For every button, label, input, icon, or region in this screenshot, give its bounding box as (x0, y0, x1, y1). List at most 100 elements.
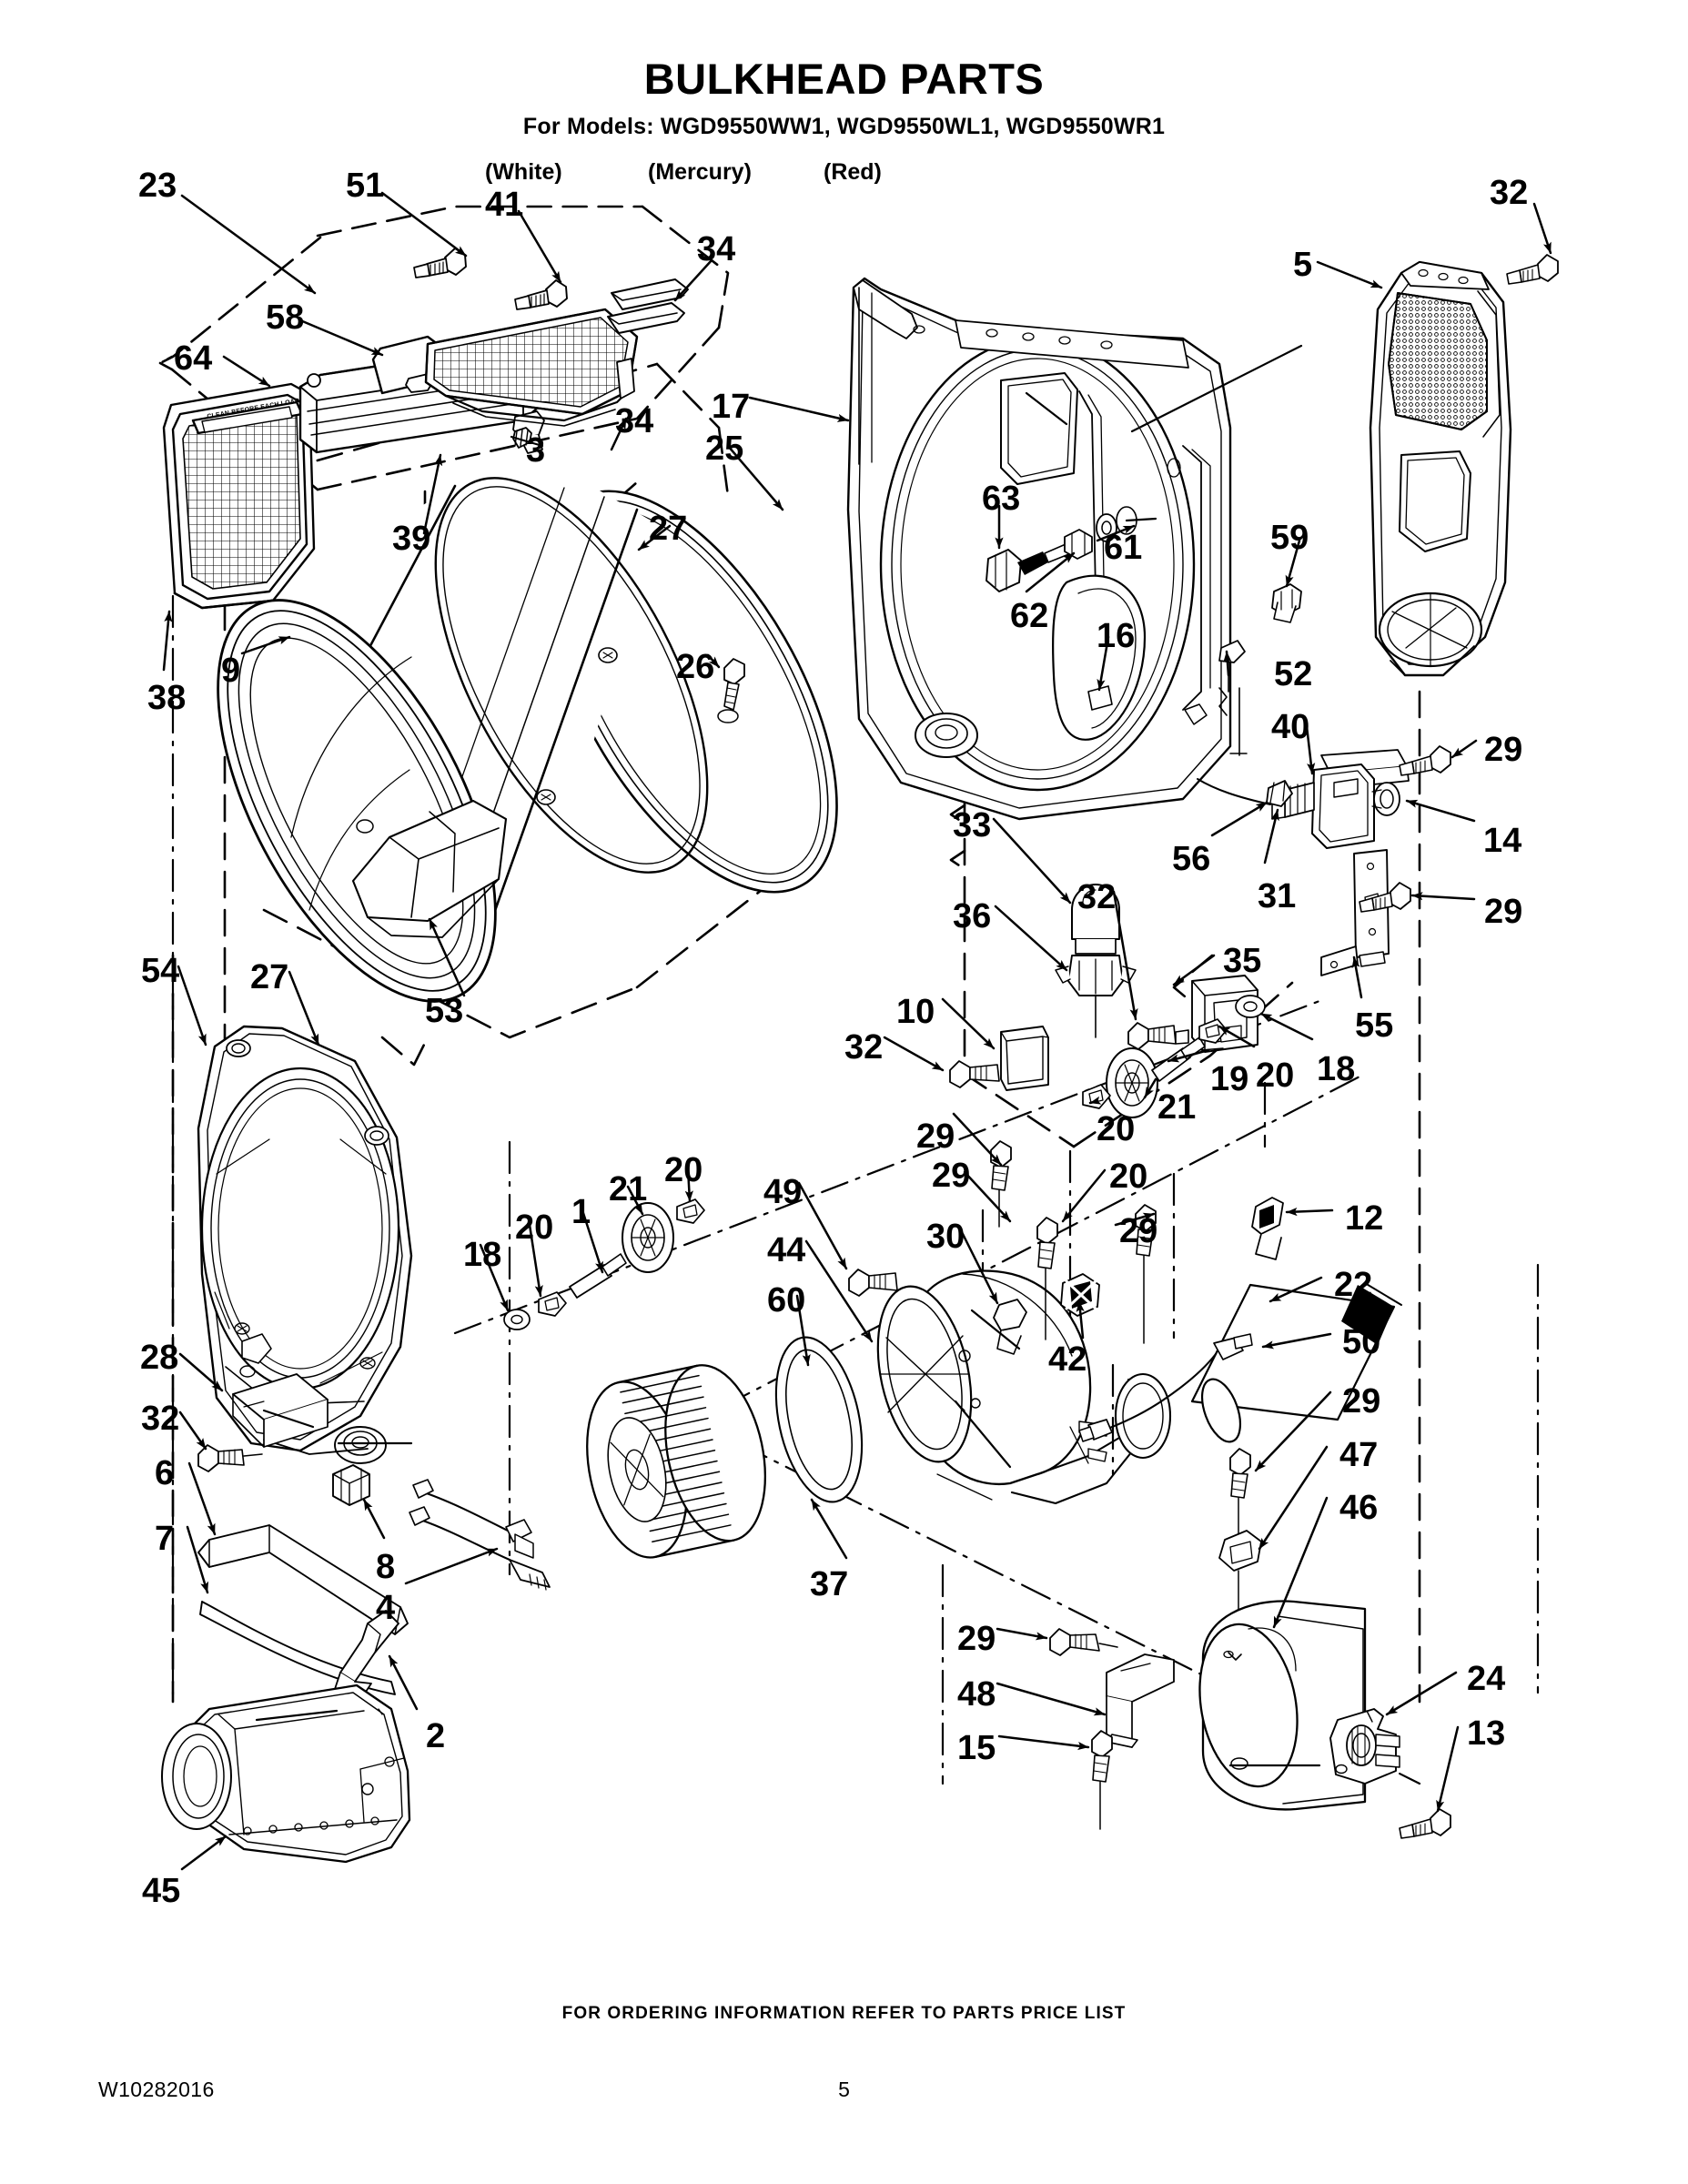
part-29-screw-bracket-left (1049, 1628, 1118, 1656)
callout-63: 63 (982, 480, 1021, 518)
part-34-drum-glides (607, 278, 689, 334)
callout-44: 44 (767, 1231, 806, 1269)
part-63-thermistor (986, 541, 1076, 592)
callout-59: 59 (1270, 519, 1309, 557)
ordering-note: FOR ORDERING INFORMATION REFER TO PARTS … (561, 2004, 1127, 2023)
part-54-front-bulkhead (197, 1025, 413, 1464)
part-53-baffle (351, 799, 508, 938)
part-49-screw (848, 1269, 898, 1297)
callout-21: 21 (1157, 1088, 1197, 1127)
callout-34: 34 (697, 230, 736, 268)
part-5-rear-duct (1369, 260, 1512, 677)
color-variant-1: (Mercury) (648, 159, 752, 185)
callout-54: 54 (141, 952, 180, 990)
callout-16: 16 (1097, 617, 1136, 655)
callout-10: 10 (896, 993, 935, 1031)
callout-29: 29 (1484, 731, 1523, 769)
part-32-screw-center (1127, 1022, 1189, 1050)
part-32-screw-lower (949, 1060, 1000, 1088)
callout-29: 29 (1342, 1382, 1381, 1421)
part-31-clamp (1266, 780, 1293, 807)
callout-27: 27 (250, 958, 289, 996)
part-42-grommet (1060, 1273, 1100, 1317)
callout-34: 34 (615, 402, 654, 440)
part-10-cover-plate (1000, 1026, 1049, 1091)
part-33-sensor (1055, 884, 1137, 1038)
callout-37: 37 (810, 1565, 849, 1603)
part-4-wire-harness (409, 1479, 551, 1591)
callout-14: 14 (1483, 822, 1522, 860)
callout-45: 45 (142, 1872, 181, 1910)
callout-55: 55 (1355, 1006, 1394, 1045)
callout-19: 19 (1210, 1060, 1249, 1098)
callout-47: 47 (1339, 1436, 1379, 1474)
part-40-gas-valve (1197, 749, 1410, 849)
callout-20: 20 (515, 1208, 554, 1247)
part-29-screws-right (1359, 745, 1451, 913)
callout-48: 48 (957, 1675, 996, 1714)
callout-60: 60 (767, 1281, 806, 1320)
part-24-thermostat (1329, 1708, 1400, 1785)
document-number: W10282016 (98, 2078, 215, 2101)
callout-32: 32 (141, 1400, 180, 1438)
part-8-nut (332, 1464, 370, 1506)
page-number: 5 (838, 2078, 850, 2101)
blower-screws (1036, 1204, 1157, 1344)
part-37-blower-wheel (586, 1364, 767, 1559)
callout-38: 38 (147, 679, 187, 717)
callout-51: 51 (346, 167, 385, 205)
leader-lines (162, 191, 1552, 1871)
callout-2: 2 (426, 1717, 446, 1755)
callout-21: 21 (609, 1170, 648, 1208)
part-16-rear-duct-cover (1051, 574, 1147, 741)
drum-screw-bosses (356, 647, 618, 834)
part-13-screw (1399, 1808, 1451, 1839)
part-6-front-seal-channel (197, 1524, 409, 1635)
part-45-air-duct (161, 1684, 411, 1864)
callout-50: 50 (1342, 1323, 1381, 1361)
callout-28: 28 (140, 1339, 179, 1377)
part-15-screw (1091, 1730, 1113, 1830)
callout-62: 62 (1010, 597, 1049, 635)
callout-42: 42 (1048, 1340, 1087, 1379)
callout-41: 41 (485, 186, 524, 224)
callout-61: 61 (1104, 529, 1143, 567)
callout-32: 32 (844, 1028, 884, 1067)
callout-32: 32 (1077, 878, 1117, 916)
callout-29: 29 (932, 1157, 971, 1195)
callout-20: 20 (1256, 1057, 1295, 1095)
callout-29: 29 (957, 1620, 996, 1658)
callout-36: 36 (953, 897, 992, 935)
part-36-sensor-holder (1055, 955, 1137, 996)
color-variant-0: (White) (485, 159, 562, 185)
part-58-lint-cover (371, 308, 639, 427)
part-50-wire-lead (1078, 1333, 1253, 1442)
callout-20: 20 (1097, 1110, 1136, 1148)
part-44-blower-gasket (774, 1336, 864, 1503)
callout-20: 20 (664, 1151, 703, 1189)
callout-9: 9 (221, 652, 241, 690)
callout-8: 8 (376, 1548, 396, 1586)
callout-31: 31 (1258, 877, 1297, 915)
callout-3: 3 (526, 431, 546, 470)
callout-32: 32 (1490, 174, 1529, 212)
callout-18: 18 (1317, 1050, 1356, 1088)
part-59-clip (1271, 583, 1302, 623)
callout-6: 6 (155, 1454, 175, 1492)
color-variant-row: (White)(Mercury)(Red) (0, 159, 1688, 190)
diagram-header: BULKHEAD PARTS For Models: WGD9550WW1, W… (0, 56, 1688, 140)
callout-5: 5 (1293, 246, 1313, 284)
callout-52: 52 (1274, 655, 1313, 693)
part-22-exhaust-duct (1190, 1282, 1402, 1443)
callout-20: 20 (1109, 1158, 1148, 1196)
pointer-lines (255, 344, 1321, 1767)
callout-1: 1 (571, 1193, 591, 1231)
screw-a (413, 248, 467, 278)
part-38-lint-screen (162, 382, 316, 610)
callout-29: 29 (1119, 1212, 1158, 1250)
callout-33: 33 (953, 806, 992, 844)
callout-7: 7 (155, 1520, 175, 1558)
callout-23: 23 (138, 167, 177, 205)
